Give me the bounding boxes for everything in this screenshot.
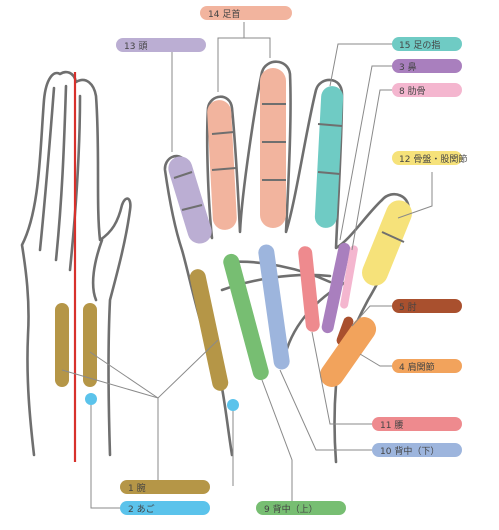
label-5-pill — [392, 299, 462, 313]
label-2: 2 あご — [120, 501, 210, 515]
palm-jaw-dot — [227, 399, 239, 411]
label-15: 15 足の指 — [392, 37, 462, 51]
label-11-text: 11 腰 — [380, 420, 403, 431]
side-arm-bar-back — [83, 303, 97, 387]
label-4: 4 肩関節 — [392, 359, 462, 373]
leader-4 — [359, 353, 392, 367]
bar-arm-palm — [189, 269, 229, 391]
label-14-text: 14 足首 — [208, 8, 240, 20]
leader-lines — [61, 22, 433, 509]
bar-upper-back — [223, 253, 269, 381]
label-10-text: 10 背中（下） — [380, 445, 439, 457]
bar-nose — [321, 242, 351, 334]
label-11-pill — [372, 417, 462, 431]
label-15-pill — [392, 37, 462, 51]
leader-11 — [311, 331, 372, 425]
finger-joint-ticks — [173, 103, 405, 243]
leader-2 — [90, 405, 120, 509]
label-10: 10 背中（下） — [372, 443, 462, 457]
label-9-pill — [256, 501, 346, 515]
label-8-pill — [392, 83, 462, 97]
label-9: 9 背中（上） — [256, 501, 346, 515]
leader-12 — [397, 172, 433, 219]
side-hand-outline — [20, 70, 132, 457]
side-hand-finger-line-3 — [68, 94, 82, 272]
label-15-text: 15 足の指 — [399, 39, 440, 51]
label-3-pill — [392, 59, 462, 73]
label-12-text: 12 骨盤・股関節 — [399, 153, 467, 165]
label-1: 1 腕 — [120, 480, 210, 494]
label-1-text: 1 腕 — [128, 482, 146, 494]
side-view-hand — [20, 70, 132, 462]
side-hand-finger-line-2 — [54, 84, 68, 262]
leader-13 — [171, 44, 186, 152]
leader-8 — [351, 89, 392, 251]
label-1-pill — [120, 480, 210, 494]
bar-lower-back — [258, 244, 290, 370]
side-hand-thumb-line — [91, 238, 104, 302]
label-2-text: 2 あご — [128, 503, 155, 515]
label-13: 13 頭 — [116, 38, 206, 52]
label-4-pill — [392, 359, 462, 373]
label-8-text: 8 肋骨 — [399, 86, 426, 97]
palm-bars — [189, 242, 377, 411]
label-5-text: 5 肘 — [399, 302, 417, 313]
bar-pelvis-thumb — [362, 200, 412, 286]
leader-5 — [351, 305, 392, 327]
bar-elbow — [336, 316, 354, 346]
side-hand-finger-line-1 — [38, 86, 56, 252]
bar-ankle-middle — [260, 68, 286, 228]
bar-waist — [298, 246, 320, 332]
label-3-text: 3 鼻 — [399, 61, 417, 73]
bar-ribs — [340, 245, 358, 309]
label-11: 11 腰 — [372, 417, 462, 431]
label-12-pill — [392, 151, 462, 165]
bar-shoulder — [319, 317, 377, 387]
leader-3 — [339, 65, 392, 241]
label-13-pill — [116, 38, 206, 52]
label-13-text: 13 頭 — [124, 41, 147, 52]
bar-head-pinky — [168, 156, 212, 244]
label-12: 12 骨盤・股関節 — [392, 151, 467, 165]
bar-toes-index — [314, 86, 344, 228]
label-2-pill — [120, 501, 210, 515]
label-14-pill — [200, 6, 292, 20]
finger-bars — [168, 68, 412, 286]
palm-crease-2 — [228, 260, 332, 284]
side-arm-bar-front — [55, 303, 69, 387]
label-10-pill — [372, 443, 462, 457]
leader-9 — [261, 379, 293, 509]
leader-15 — [329, 43, 392, 87]
label-3: 3 鼻 — [392, 59, 462, 73]
label-8: 8 肋骨 — [392, 83, 462, 97]
label-5: 5 肘 — [392, 299, 462, 313]
palm-hand-outline — [163, 60, 410, 464]
label-4-text: 4 肩関節 — [399, 361, 435, 373]
leader-10 — [279, 369, 372, 451]
label-9-text: 9 背中（上） — [264, 503, 318, 515]
side-jaw-dot — [85, 393, 97, 405]
label-14: 14 足首 — [200, 6, 292, 20]
